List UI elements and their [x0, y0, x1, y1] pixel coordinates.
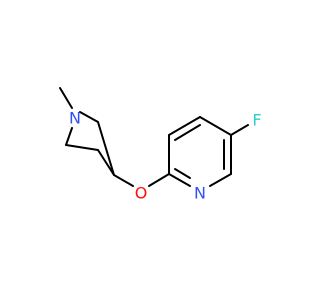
bond-c5p-n2	[65, 127, 73, 146]
bond-layer	[59, 87, 249, 187]
bond-c3-c4-inner	[174, 124, 201, 141]
atom-label-pyrrolidine-nitrogen: N	[69, 109, 81, 128]
bond-c3-c4	[168, 116, 201, 136]
bond-c4p-c5p	[65, 144, 99, 151]
bond-n2-methyl	[59, 87, 73, 109]
bond-c5-f	[230, 124, 249, 136]
atom-label-pyridine-nitrogen: N	[194, 184, 206, 203]
bond-c4-c5	[199, 116, 232, 136]
bond-n1-c2	[168, 173, 191, 187]
bond-o-c3p	[113, 174, 134, 187]
bond-n2-c2p	[79, 111, 99, 123]
bond-n1-c2-inner	[174, 168, 191, 179]
bond-c2-o	[148, 173, 170, 187]
atom-label-layer: F N O N	[69, 109, 262, 203]
bond-c3p-c4p	[97, 149, 115, 176]
molecule-structure: F N O N	[59, 87, 262, 203]
bond-c6-n1	[209, 173, 232, 187]
atom-label-fluorine: F	[252, 111, 261, 130]
atom-label-ether-oxygen: O	[135, 184, 148, 203]
bond-c2p-c3p	[97, 121, 115, 176]
